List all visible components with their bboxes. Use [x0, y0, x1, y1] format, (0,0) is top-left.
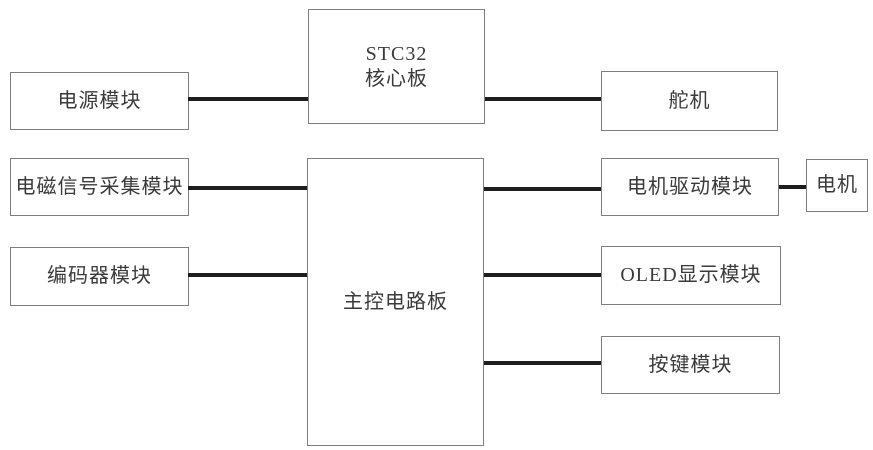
node-stc32-core-board: STC32 核心板 [308, 9, 485, 124]
node-motor-driver-module: 电机驱动模块 [601, 158, 779, 216]
node-motor: 电机 [806, 159, 868, 212]
node-electromagnetic-signal-acquisition-module-label: 电磁信号采集模块 [15, 175, 184, 198]
connector-main-board-to-keys [484, 361, 601, 365]
connector-emag-to-main-board [188, 186, 307, 190]
node-encoder-module-label: 编码器模块 [47, 265, 152, 287]
connector-main-board-to-motor-driver [484, 187, 601, 191]
node-power-module: 电源模块 [10, 72, 189, 130]
connector-motor-driver-to-motor [779, 185, 806, 189]
connector-main-board-to-oled [484, 273, 601, 277]
node-servo-label: 舵机 [668, 89, 711, 112]
connector-stc32-to-servo [485, 97, 601, 101]
node-stc32-core-board-label: STC32 核心板 [365, 42, 428, 90]
node-oled-display-module: OLED显示模块 [601, 246, 781, 305]
node-motor-driver-module-label: 电机驱动模块 [627, 175, 753, 198]
node-motor-label: 电机 [816, 174, 858, 196]
node-power-module-label: 电源模块 [57, 89, 142, 112]
connector-encoder-to-main-board [188, 273, 307, 277]
node-key-module: 按键模块 [601, 336, 780, 394]
node-key-module-label: 按键模块 [648, 353, 733, 376]
connector-power-to-stc32 [188, 97, 308, 101]
node-electromagnetic-signal-acquisition-module: 电磁信号采集模块 [10, 158, 189, 216]
node-encoder-module: 编码器模块 [10, 247, 189, 306]
node-main-control-board: 主控电路板 [307, 158, 484, 446]
node-oled-display-module-label: OLED显示模块 [620, 264, 762, 286]
node-servo: 舵机 [601, 71, 778, 131]
node-main-control-board-label: 主控电路板 [343, 290, 448, 313]
